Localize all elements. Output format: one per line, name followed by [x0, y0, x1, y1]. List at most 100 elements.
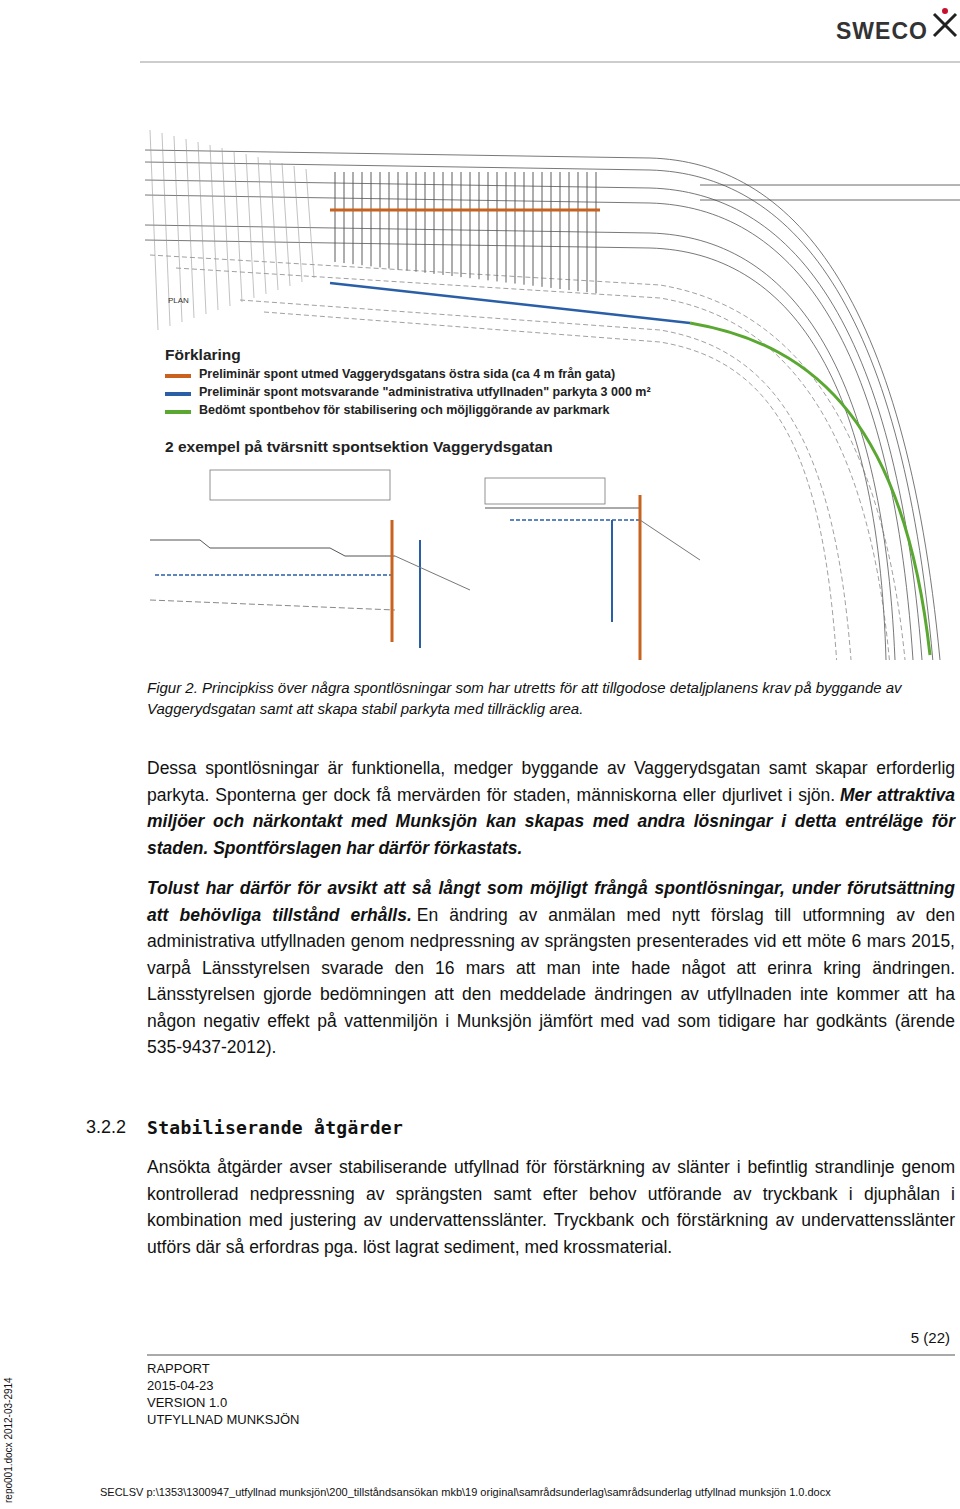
body-paragraph: Ansökta åtgärder avser stabiliserande ut…	[147, 1157, 955, 1257]
footer-text-block: VERSION 1.0	[147, 1395, 447, 1410]
grid-line	[407, 172, 408, 271]
grid-line	[470, 172, 471, 278]
logo-text-block: SWECO	[836, 18, 936, 45]
grid-line	[416, 172, 417, 272]
footer-text-block: RAPPORT	[147, 1361, 447, 1376]
grid-line	[569, 172, 570, 290]
cross-sections	[150, 470, 700, 660]
road-line	[145, 225, 895, 660]
section-title: 2 exempel på tvärsnitt spontsektion Vagg…	[165, 438, 553, 455]
body-paragraph-block: Dessa spontlösningar är funktionella, me…	[147, 755, 955, 861]
sheet-pile-line	[690, 323, 930, 655]
footer-text: 2015-04-23	[147, 1378, 214, 1393]
drawing-label-block: PLAN	[168, 296, 228, 305]
road-line	[145, 180, 922, 660]
hatch-line	[270, 160, 278, 290]
header-rule	[140, 62, 960, 63]
contour-line	[150, 255, 905, 660]
grid-line	[461, 172, 462, 277]
section-number-block: 3.2.2	[86, 1117, 146, 1138]
hatch-line	[282, 163, 290, 286]
legend-text: Preliminär spont utmed Vaggerydsgatans ö…	[199, 367, 615, 381]
sheet-pile-section	[419, 540, 421, 648]
slope-line	[395, 556, 470, 590]
ground-line	[485, 508, 640, 509]
footer-rule	[147, 1355, 955, 1356]
grid-line	[452, 172, 453, 276]
legend-title: Förklaring	[165, 346, 241, 363]
grid-line	[506, 172, 507, 283]
sheet-pile-section	[391, 520, 394, 642]
contour-line	[176, 268, 889, 660]
fill-line	[510, 519, 640, 521]
hatch-line	[150, 130, 158, 330]
page-number: 5 (22)	[911, 1329, 950, 1346]
grid-line	[371, 172, 372, 266]
road-line	[145, 195, 913, 660]
grid-line	[362, 172, 363, 265]
road-line	[700, 200, 960, 201]
grid-line	[434, 172, 435, 274]
hatch-line	[198, 142, 206, 314]
template-id-block: repo001.docx 2012-03-2914	[3, 1343, 14, 1503]
hatch-line	[222, 148, 230, 306]
grid-line	[524, 172, 525, 285]
logo-text: SWECO	[836, 18, 928, 44]
grid-line	[389, 172, 390, 268]
slope-line	[640, 520, 700, 560]
logo-mark	[934, 8, 956, 36]
body-paragraph-block: Ansökta åtgärder avser stabiliserande ut…	[147, 1154, 955, 1260]
road-section	[485, 478, 605, 504]
footer-text-block: 2015-04-23	[147, 1378, 447, 1393]
road-line	[145, 162, 933, 660]
hatch-line	[234, 151, 242, 302]
body-paragraph: Dessa spontlösningar är funktionella, me…	[147, 758, 955, 805]
hatch-line	[258, 157, 266, 294]
grid-line	[398, 172, 399, 270]
file-path: SECLSV p:\1353\1300947_utfyllnad munksjö…	[100, 1486, 831, 1498]
footer-text: UTFYLLNAD MUNKSJÖN	[147, 1412, 299, 1427]
drawing-label: PLAN	[168, 296, 189, 305]
hatch-line	[306, 169, 314, 278]
footer-text: RAPPORT	[147, 1361, 210, 1376]
legend-swatch	[165, 392, 191, 396]
grid-line	[344, 172, 345, 263]
figure-caption: Figur 2. Principkiss över några spontlös…	[147, 677, 955, 719]
sheet-pile-section	[639, 495, 642, 660]
grid-line	[560, 172, 561, 289]
grid-line	[488, 172, 489, 280]
hatch-line	[294, 166, 302, 282]
section-number: 3.2.2	[86, 1117, 126, 1137]
hatch-line	[186, 139, 194, 318]
body-paragraph: En ändring av anmälan med nytt förslag t…	[147, 905, 955, 1058]
legend-text: Preliminär spont motsvarande "administra…	[199, 385, 651, 399]
grid-line	[443, 172, 444, 275]
template-id: repo001.docx 2012-03-2914	[3, 1377, 14, 1503]
plan-drawing	[145, 130, 960, 660]
section-heading-block: Stabiliserande åtgärder	[147, 1117, 547, 1138]
legend-entry: Preliminär spont utmed Vaggerydsgatans ö…	[165, 367, 725, 384]
grid-line	[533, 172, 534, 286]
contour-line	[240, 300, 851, 660]
sheet-pile-line	[330, 283, 690, 323]
sheet-pile-section	[611, 520, 613, 622]
road-line	[700, 185, 960, 186]
logo-dot	[942, 8, 948, 14]
hatch-line	[210, 145, 218, 310]
ground-line	[150, 540, 395, 556]
hatch-line	[246, 154, 254, 298]
logo-cross	[934, 14, 956, 36]
grid-line	[335, 172, 336, 262]
grid-line	[425, 172, 426, 273]
fill-line	[155, 574, 395, 576]
grid-line	[479, 172, 480, 279]
grid-line	[551, 172, 552, 288]
section-heading: Stabiliserande åtgärder	[147, 1117, 403, 1138]
hatch-line	[174, 136, 182, 322]
footer-text-block: UTFYLLNAD MUNKSJÖN	[147, 1412, 447, 1427]
grid-line	[542, 172, 543, 287]
layer-line	[150, 600, 395, 610]
grid-line	[515, 172, 516, 284]
